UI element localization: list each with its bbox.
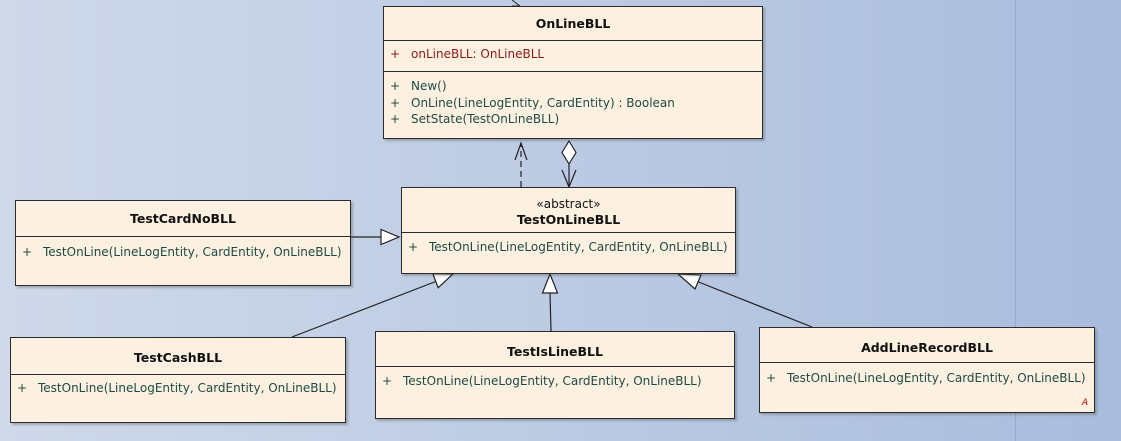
generalization-addline-line (695, 280, 813, 328)
class-name: TestOnLineBLL (516, 212, 621, 227)
generalization-cash-triangle (431, 273, 455, 289)
operation-row[interactable]: + SetState(TestOnLineBLL) (390, 111, 756, 128)
class-test-online-bll[interactable]: «abstract» TestOnLineBLL + TestOnLine(Lin… (401, 187, 736, 274)
generalization-cardno-triangle (380, 228, 401, 246)
diagram-boundary-line (1015, 0, 1016, 441)
operation-row[interactable]: + TestOnLine(LineLogEntity, CardEntity, O… (408, 239, 729, 256)
operations-compartment: + TestOnLine(LineLogEntity, CardEntity, O… (16, 237, 350, 265)
visibility-marker: + (22, 245, 33, 259)
operations-compartment: + TestOnLine(LineLogEntity, CardEntity, O… (402, 233, 735, 260)
generalization-isline-triangle (541, 272, 559, 294)
class-test-is-line-bll[interactable]: TestIsLineBLL + TestOnLine(LineLogEntity,… (375, 331, 735, 419)
class-name: OnLineBLL (384, 7, 762, 41)
operation-text: TestOnLine(LineLogEntity, CardEntity, On… (43, 245, 342, 259)
operations-compartment: + TestOnLine(LineLogEntity, CardEntity, O… (11, 375, 345, 401)
visibility-marker: + (408, 240, 419, 254)
attribute-row[interactable]: + onLineBLL: OnLineBLL (390, 46, 756, 63)
operation-row[interactable]: + OnLine(LineLogEntity, CardEntity) : Boo… (390, 95, 756, 112)
attribute-text: onLineBLL: OnLineBLL (411, 47, 545, 61)
operation-text: New() (411, 79, 447, 93)
visibility-marker: + (390, 95, 401, 110)
stereotype-label: «abstract» (536, 197, 601, 211)
visibility-marker: + (390, 79, 401, 93)
operation-text: OnLine(LineLogEntity, CardEntity) : Bool… (411, 95, 675, 110)
visibility-marker: + (390, 47, 401, 61)
attributes-compartment: + onLineBLL: OnLineBLL (384, 41, 762, 72)
visibility-marker: + (382, 374, 393, 388)
class-name: AddLineRecordBLL (760, 328, 1094, 363)
class-add-line-record-bll[interactable]: AddLineRecordBLL + TestOnLine(LineLogEnti… (759, 327, 1095, 413)
aggregation-diamond (561, 139, 577, 166)
class-name: TestCashBLL (11, 338, 345, 375)
operation-text: TestOnLine(LineLogEntity, CardEntity, On… (38, 381, 337, 395)
class-name: TestCardNoBLL (16, 201, 350, 237)
dependency-arrowhead (514, 141, 528, 161)
operation-row[interactable]: + New() (390, 78, 756, 95)
operation-text: TestOnLine(LineLogEntity, CardEntity, On… (403, 374, 702, 388)
visibility-marker: + (766, 371, 777, 385)
class-online-bll[interactable]: OnLineBLL + onLineBLL: OnLineBLL + New() +… (383, 6, 763, 139)
generalization-cash-line (291, 280, 438, 338)
visibility-marker: + (17, 381, 28, 395)
generalization-addline-triangle (676, 273, 702, 290)
class-name: TestIsLineBLL (376, 332, 734, 367)
class-header: «abstract» TestOnLineBLL (402, 188, 735, 233)
operation-row[interactable]: + TestOnLine(LineLogEntity, CardEntity, O… (382, 373, 728, 390)
class-test-cash-bll[interactable]: TestCashBLL + TestOnLine(LineLogEntity, C… (10, 337, 346, 423)
operation-text: TestOnLine(LineLogEntity, CardEntity, On… (429, 240, 728, 254)
operations-compartment: + TestOnLine(LineLogEntity, CardEntity, O… (760, 363, 1094, 391)
operation-text: SetState(TestOnLineBLL) (411, 112, 560, 126)
operation-row[interactable]: + TestOnLine(LineLogEntity, CardEntity, O… (766, 370, 1088, 387)
operation-text: TestOnLine(LineLogEntity, CardEntity, On… (787, 371, 1086, 385)
abstract-marker: A (1081, 398, 1088, 408)
class-test-card-no-bll[interactable]: TestCardNoBLL + TestOnLine(LineLogEntity,… (15, 200, 351, 286)
operations-compartment: + TestOnLine(LineLogEntity, CardEntity, O… (376, 367, 734, 394)
visibility-marker: + (390, 112, 401, 126)
operation-row[interactable]: + TestOnLine(LineLogEntity, CardEntity, O… (17, 380, 339, 397)
operations-compartment: + New() + OnLine(LineLogEntity, CardEntity… (384, 72, 762, 132)
operation-row[interactable]: + TestOnLine(LineLogEntity, CardEntity, O… (22, 244, 344, 261)
generalization-isline-line (549, 292, 552, 332)
